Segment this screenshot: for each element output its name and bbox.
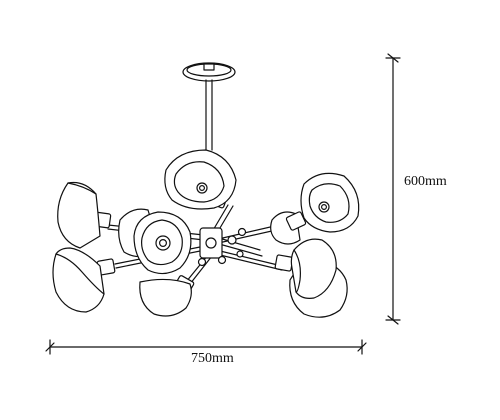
width-dimension-label: 750mm bbox=[191, 351, 234, 366]
height-dimension-line bbox=[385, 53, 401, 325]
shade-upper-right bbox=[285, 172, 360, 233]
shade-top-center bbox=[164, 149, 237, 210]
shade-front-center bbox=[133, 211, 192, 275]
ceiling-canopy bbox=[182, 62, 236, 82]
shade-lower-left bbox=[52, 247, 116, 313]
central-hub bbox=[197, 227, 247, 267]
width-dimension-line bbox=[45, 339, 367, 355]
shade-upper-left bbox=[57, 181, 112, 249]
height-dimension-label: 600mm bbox=[404, 174, 447, 189]
shade-lower-middle bbox=[139, 275, 195, 317]
shade-right-middle bbox=[274, 238, 337, 299]
down-rod bbox=[205, 79, 213, 151]
